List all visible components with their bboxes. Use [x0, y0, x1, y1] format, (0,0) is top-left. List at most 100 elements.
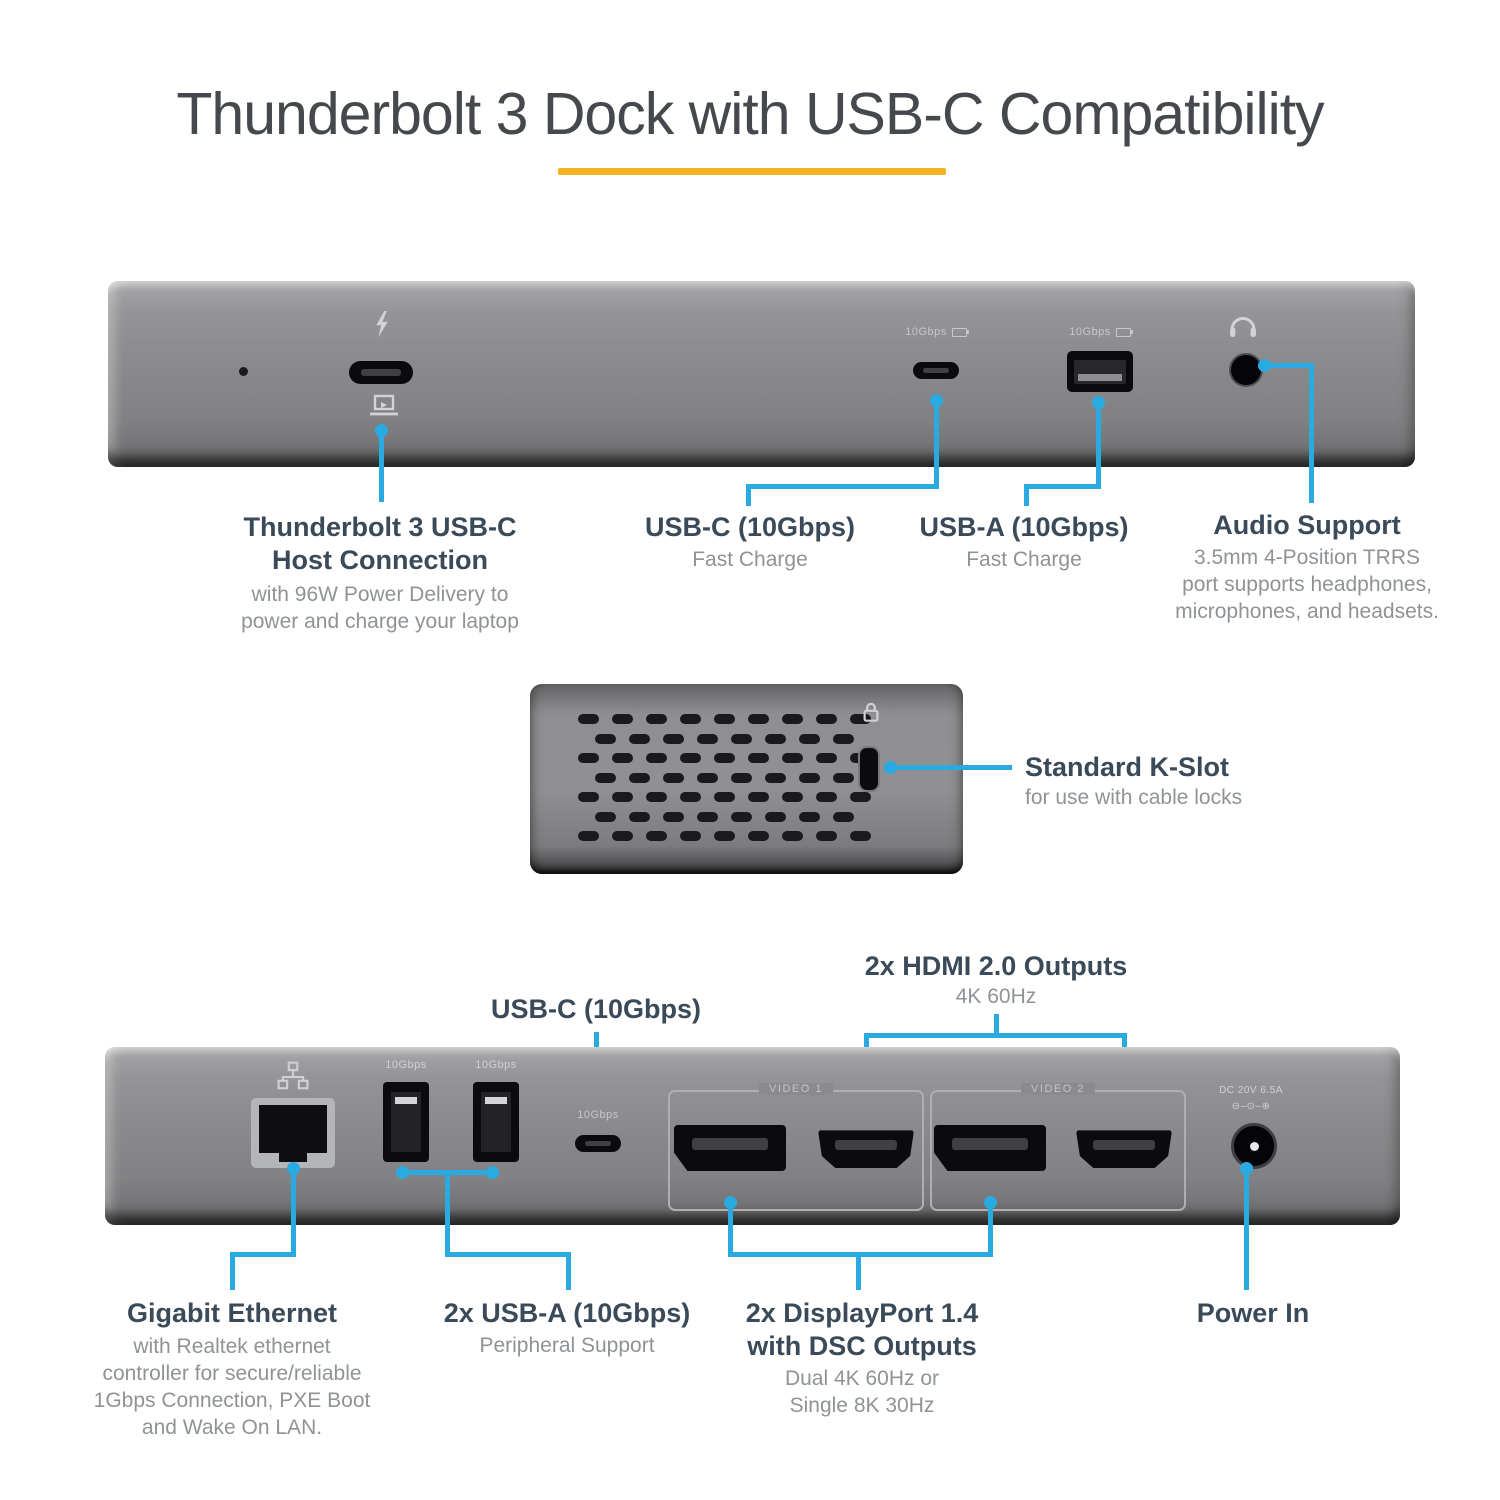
usba-port: [1067, 351, 1133, 392]
vent-hole: [748, 792, 769, 802]
vent-hole: [765, 772, 786, 783]
callout-line-usbc: [934, 399, 939, 489]
callout-usba-back: USB-A (10Gbps) Fast Charge: [919, 512, 1129, 571]
callout-line-ethernet: [230, 1252, 235, 1290]
callout-line-usba: [1096, 401, 1101, 489]
vent-hole: [697, 772, 718, 783]
displayport-1: [674, 1125, 786, 1171]
vent-hole: [663, 811, 684, 822]
callout-line-thunderbolt: [379, 430, 384, 502]
callout-line-dp: [856, 1252, 861, 1290]
dock-side-panel: [530, 684, 963, 874]
vent-hole: [850, 792, 871, 802]
callout-line-kslot: [890, 765, 1012, 770]
vent-hole: [833, 811, 854, 822]
vent-hole: [646, 714, 667, 724]
vent-hole: [629, 772, 650, 783]
vent-hole: [816, 714, 837, 724]
usba2-port-label: 10Gbps: [475, 1059, 517, 1071]
usbc-front-port: [575, 1135, 621, 1152]
usbc-port-label: 10Gbps: [886, 326, 986, 338]
vent-hole: [595, 733, 616, 744]
callout-line-ethernet: [230, 1252, 296, 1257]
vent-hole: [748, 714, 769, 724]
page-title: Thunderbolt 3 Dock with USB-C Compatibil…: [176, 81, 1324, 147]
vent-hole: [782, 753, 803, 763]
thunderbolt3-port: [349, 361, 413, 384]
callout-line-hdmi: [864, 1033, 1127, 1038]
vent-hole: [714, 831, 735, 841]
vent-hole: [595, 772, 616, 783]
callout-ethernet: Gigabit Ethernet with Realtek ethernet c…: [93, 1298, 371, 1439]
callout-line-usba-front: [445, 1252, 571, 1257]
vent-hole: [697, 811, 718, 822]
vent-hole: [578, 831, 599, 841]
reset-pinhole: [239, 367, 248, 376]
vent-hole: [646, 831, 667, 841]
power-port-label: DC 20V 6.5A: [1219, 1085, 1283, 1096]
callout-line-ethernet: [291, 1168, 296, 1257]
vent-hole: [612, 792, 633, 802]
network-icon: [277, 1061, 309, 1090]
power-polarity-icon: ⊖–⊙–⊕: [1231, 1101, 1271, 1112]
vent-hole: [799, 733, 820, 744]
vent-hole: [663, 733, 684, 744]
vent-hole: [748, 831, 769, 841]
callout-audio: Audio Support 3.5mm 4-Position TRRS port…: [1175, 510, 1439, 623]
vent-hole: [782, 714, 803, 724]
vent-hole: [731, 733, 752, 744]
vent-hole: [629, 733, 650, 744]
vent-grid: [578, 714, 888, 854]
callout-dot: [486, 1166, 499, 1179]
callout-line-usbc: [746, 484, 751, 506]
callout-line-dp: [988, 1202, 993, 1257]
vent-hole: [714, 714, 735, 724]
vent-hole: [578, 714, 599, 724]
vent-hole: [578, 753, 599, 763]
callout-usbc-front: USB-C (10Gbps): [490, 994, 701, 1024]
usba-port-2: [473, 1082, 519, 1162]
vent-hole: [799, 772, 820, 783]
video-group-2: VIDEO 2: [930, 1083, 1186, 1211]
hdmi-port-2: [1076, 1130, 1172, 1168]
usba1-port-label: 10Gbps: [385, 1059, 427, 1071]
vent-hole: [850, 831, 871, 841]
callout-line-power: [1244, 1168, 1249, 1290]
vent-hole: [595, 811, 616, 822]
vent-hole: [663, 772, 684, 783]
thunderbolt-icon: [376, 311, 388, 338]
lock-icon: [863, 702, 879, 722]
ethernet-port: [251, 1098, 335, 1168]
battery-icon: [1115, 327, 1133, 337]
callout-line-dp: [728, 1202, 733, 1257]
vent-hole: [782, 831, 803, 841]
dock-front-panel: 10Gbps 10Gbps 10Gbps VIDEO 1: [105, 1047, 1400, 1225]
dock-back-panel: 10Gbps 10Gbps: [108, 281, 1415, 467]
vent-hole: [680, 831, 701, 841]
vent-hole: [680, 753, 701, 763]
title-underline: [558, 168, 946, 175]
vent-hole: [578, 792, 599, 802]
vent-hole: [714, 792, 735, 802]
callout-dp: 2x DisplayPort 1.4 with DSC Outputs Dual…: [745, 1298, 979, 1417]
vent-hole: [612, 714, 633, 724]
battery-icon: [951, 327, 969, 337]
callout-line-usba: [1024, 484, 1101, 489]
callout-line-hdmi: [994, 1014, 999, 1038]
vent-hole: [731, 772, 752, 783]
callout-thunderbolt: Thunderbolt 3 USB-C Host Connection with…: [241, 512, 519, 633]
audio-jack: [1229, 353, 1263, 387]
callout-line-audio: [1264, 363, 1314, 368]
vent-hole: [850, 714, 871, 724]
vent-hole: [816, 792, 837, 802]
callout-line-usba-front: [445, 1170, 450, 1257]
vent-hole: [782, 792, 803, 802]
vent-hole: [765, 733, 786, 744]
vent-hole: [748, 753, 769, 763]
video1-label: VIDEO 1: [759, 1083, 833, 1095]
usba-port-1: [383, 1082, 429, 1162]
vent-hole: [629, 811, 650, 822]
kensington-slot: [858, 746, 880, 792]
vent-hole: [646, 792, 667, 802]
